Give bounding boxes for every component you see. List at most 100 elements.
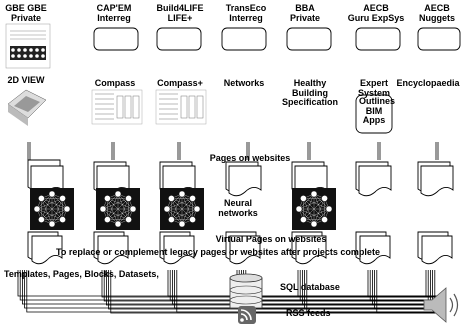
virtual-page — [359, 235, 391, 265]
db-band — [229, 285, 263, 295]
project-box — [286, 27, 332, 51]
speaker-icon — [423, 287, 459, 323]
tile-dot — [23, 54, 27, 58]
thumb-col — [124, 95, 132, 119]
nn-node — [129, 205, 137, 213]
nn-node — [59, 216, 66, 223]
project-box — [156, 27, 202, 51]
label-templates: Templates, Pages, Blocks, Datasets, — [4, 269, 159, 279]
nn-node — [321, 216, 328, 223]
project-box — [355, 27, 401, 51]
label-replace-complement: To replace or complement legacy pages or… — [56, 247, 380, 257]
label-compass: Compass — [94, 78, 136, 88]
rss-arc — [240, 309, 252, 321]
tile-dot — [41, 54, 45, 58]
nn-node — [310, 190, 318, 198]
speaker-body — [423, 287, 447, 323]
connector-line — [369, 270, 438, 302]
virtual-page — [421, 235, 453, 265]
tile-dot — [35, 54, 39, 58]
nn-node — [325, 205, 333, 213]
label-rss-feeds: RSS feeds — [286, 308, 331, 318]
neural-network-square — [160, 188, 204, 230]
nn-node — [38, 195, 45, 202]
gbe-grid-tile — [5, 23, 51, 69]
compass-thumbnail — [91, 89, 143, 125]
rss-bg — [238, 306, 256, 324]
label-sql-database: SQL database — [280, 282, 340, 292]
virtual-page — [163, 235, 195, 265]
db-top — [229, 273, 263, 283]
tile-dark-block — [10, 46, 46, 60]
tile-dot — [29, 48, 33, 52]
nn-node — [168, 216, 175, 223]
label-virtual-pages: Virtual Pages on websites — [215, 234, 327, 244]
tile-dot — [35, 48, 39, 52]
database-icon — [229, 273, 263, 309]
thumb-col — [188, 95, 196, 119]
nn-edge — [117, 198, 129, 225]
nn-edge — [107, 198, 129, 220]
connector-line — [371, 270, 438, 306]
nn-node — [163, 205, 171, 213]
label-pages-on-websites: Pages on websites — [209, 153, 291, 163]
speaker-wave — [453, 293, 459, 317]
nn-edge — [51, 198, 63, 225]
nn-edge — [36, 198, 63, 210]
connector-line — [245, 270, 438, 314]
nn-node — [168, 195, 175, 202]
nn-node — [189, 216, 196, 223]
outlines-box-border — [355, 94, 393, 134]
nn-node — [63, 205, 71, 213]
rss-icon — [238, 306, 256, 324]
connector-line — [297, 270, 438, 297]
thumb-shape — [14, 96, 40, 112]
label-2d-view: 2D VIEW — [7, 75, 45, 85]
project-box — [417, 27, 461, 51]
nn-node — [59, 195, 66, 202]
nn-node — [114, 190, 122, 198]
rss-dot — [240, 318, 244, 322]
label-encyclopaedia: Encyclopaedia — [396, 78, 460, 88]
virtual-page — [295, 235, 327, 265]
nn-edge — [313, 198, 325, 225]
connector-line — [425, 270, 438, 297]
connector-line — [306, 270, 438, 313]
thumb-col — [132, 95, 140, 119]
tile-dot — [29, 54, 33, 58]
tile-dot — [17, 54, 21, 58]
website-page — [358, 165, 392, 197]
nn-node — [104, 216, 111, 223]
connector-line — [301, 270, 438, 305]
nn-edge — [166, 198, 193, 210]
connector-line — [304, 270, 438, 309]
nn-node — [300, 195, 307, 202]
nn-node — [321, 195, 328, 202]
nn-node — [189, 195, 196, 202]
tile-dot — [11, 48, 15, 52]
tile-dot — [11, 54, 15, 58]
nn-node — [99, 205, 107, 213]
connector-line — [376, 270, 438, 314]
connector-line — [110, 270, 438, 314]
compass-thumbnail — [155, 89, 207, 125]
nn-edge — [166, 193, 183, 210]
nn-edge — [171, 198, 193, 220]
project-box — [93, 27, 139, 51]
nn-node — [300, 216, 307, 223]
website-page — [420, 165, 454, 197]
tile-dot — [17, 48, 21, 52]
speaker-wave — [449, 297, 454, 313]
